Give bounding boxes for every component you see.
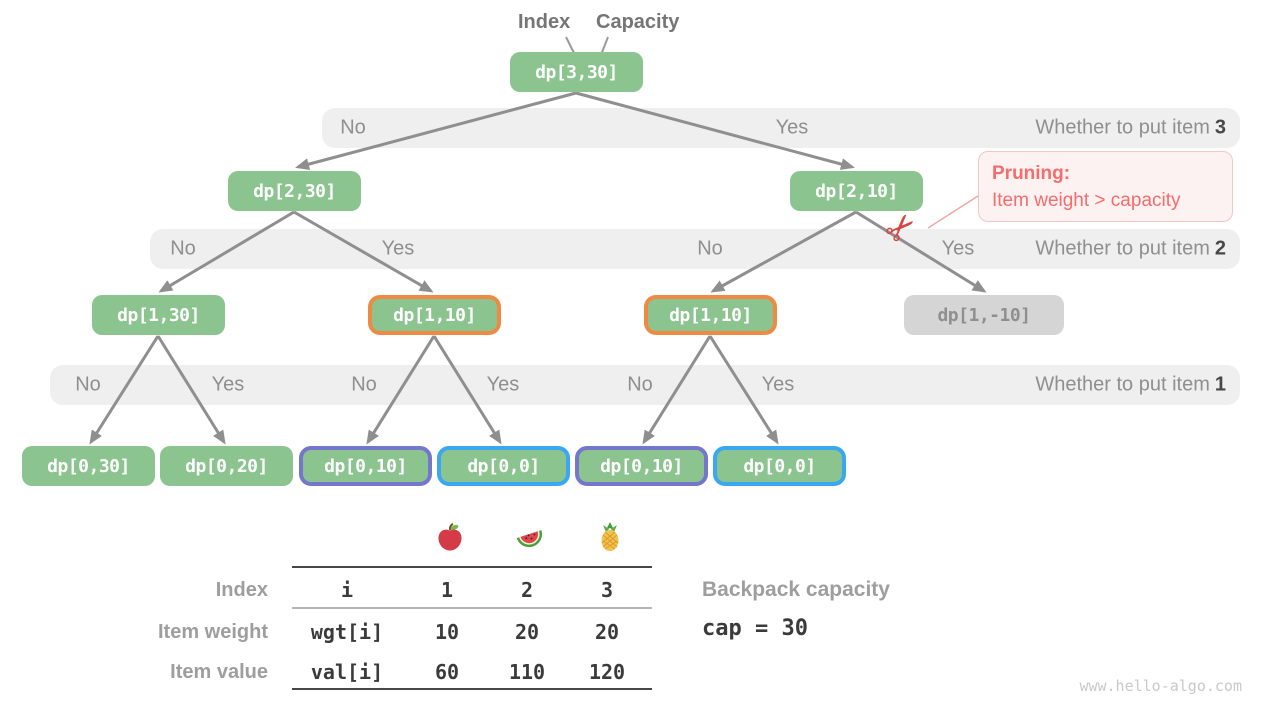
table-cell: 20 [514, 620, 540, 644]
table-cell: 3 [600, 578, 614, 602]
dp-node-0-10-left: dp[0,10] [299, 446, 432, 486]
dp-node-0-10-right: dp[0,10] [575, 446, 708, 486]
pruning-title: Pruning: [992, 163, 1071, 184]
dp-node-0-0-right: dp[0,0] [713, 446, 846, 486]
branch-label-no: No [75, 373, 101, 396]
dp-node-0-0-left: dp[0,0] [437, 446, 570, 486]
table-cell: 110 [508, 660, 546, 684]
pruning-pointer-line [927, 195, 979, 229]
dp-node-2-10: dp[2,10] [790, 171, 923, 211]
branch-label-yes: Yes [775, 116, 809, 139]
dp-node-0-30: dp[0,30] [22, 446, 155, 486]
row-label-value: Item value [170, 661, 268, 683]
backpack-capacity-label: Backpack capacity [702, 578, 890, 601]
dp-node-1-10-right-highlighted: dp[1,10] [644, 295, 777, 335]
dp-node-3-30: dp[3,30] [510, 52, 643, 92]
dp-node-1-neg10-pruned: dp[1,-10] [904, 295, 1064, 335]
branch-label-no: No [627, 373, 653, 396]
branch-label-yes: Yes [761, 373, 795, 396]
table-cell: i [340, 578, 354, 602]
table-cell: wgt[i] [310, 620, 384, 644]
branch-label-yes: Yes [941, 237, 975, 260]
table-cell: val[i] [310, 660, 384, 684]
branch-label-no: No [170, 237, 196, 260]
capacity-axis-label: Capacity [596, 11, 680, 33]
branch-label-no: No [340, 116, 366, 139]
dp-node-2-30: dp[2,30] [228, 171, 361, 211]
pruning-text: Item weight > capacity [992, 190, 1181, 211]
dp-node-0-20: dp[0,20] [160, 446, 293, 486]
branch-label-yes: Yes [211, 373, 245, 396]
pruning-callout: Pruning: Item weight > capacity [978, 151, 1233, 222]
apple-icon [438, 523, 462, 551]
table-cell: 2 [520, 578, 534, 602]
decision-band-item-1: No Yes No Yes No Yes Whether to put item… [50, 365, 1240, 405]
dp-node-1-10-left-highlighted: dp[1,10] [368, 295, 501, 335]
row-label-weight: Item weight [157, 621, 268, 643]
table-cell: 1 [440, 578, 454, 602]
pineapple-icon [601, 522, 619, 551]
dp-node-1-30: dp[1,30] [92, 295, 225, 335]
table-cell: 20 [594, 620, 620, 644]
branch-label-yes: Yes [486, 373, 520, 396]
watermark: www.hello-algo.com [1079, 677, 1242, 695]
index-axis-label: Index [518, 11, 571, 33]
branch-label-no: No [351, 373, 377, 396]
branch-label-no: No [697, 237, 723, 260]
table-bottom-rule [292, 688, 652, 690]
table-top-rule [292, 566, 652, 568]
watermelon-icon [516, 530, 543, 548]
table-cell: 10 [434, 620, 460, 644]
table-cell: 120 [588, 660, 626, 684]
table-cell: 60 [434, 660, 460, 684]
row-label-index: Index [215, 579, 268, 601]
table-mid-rule [292, 607, 652, 609]
branch-label-yes: Yes [381, 237, 415, 260]
backpack-capacity-value: cap = 30 [702, 616, 808, 641]
